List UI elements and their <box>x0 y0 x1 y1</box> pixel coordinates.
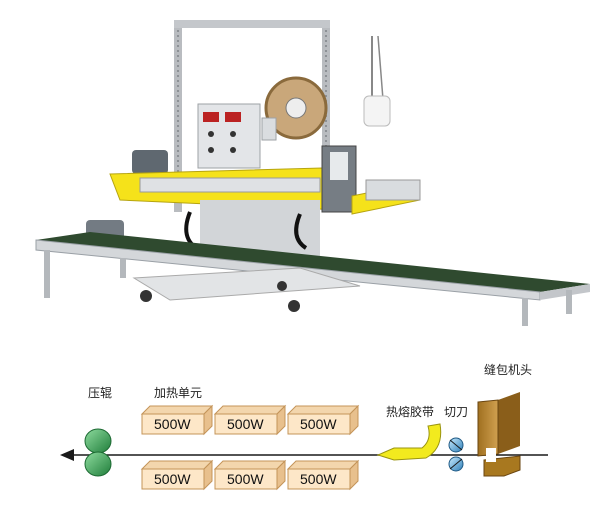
heater-block: 500W <box>286 459 360 491</box>
heater-block: 500W <box>213 404 287 436</box>
sewing-head-label: 缝包机头 <box>484 362 532 377</box>
arrow-left-icon <box>60 449 74 461</box>
cutter-label: 切刀 <box>444 405 468 419</box>
heater-block: 500W <box>140 404 214 436</box>
heater-wattage: 500W <box>154 471 191 487</box>
frame-top-bar <box>174 20 330 28</box>
machine-photo <box>35 20 590 326</box>
heater-block: 500W <box>140 459 214 491</box>
process-schematic: 压辊 加热单元 500W 500W 500W 500W 500W 500W <box>60 362 548 491</box>
press-roller <box>84 428 112 477</box>
heater-wattage: 500W <box>227 416 264 432</box>
heating-unit-label: 加热单元 <box>154 386 202 400</box>
hot-melt-tape-label: 热熔胶带 <box>386 404 434 419</box>
cutter <box>448 437 464 472</box>
top-motor <box>132 150 168 174</box>
sewing-head <box>477 392 521 477</box>
heater-wattage: 500W <box>300 471 337 487</box>
thread-spool <box>363 95 391 127</box>
heater-wattage: 500W <box>300 416 337 432</box>
conveyor-belt <box>36 232 590 292</box>
press-roller-label: 压辊 <box>88 386 112 400</box>
heater-wattage: 500W <box>227 471 264 487</box>
heater-block: 500W <box>286 404 360 436</box>
heater-wattage: 500W <box>154 416 191 432</box>
hot-melt-tape <box>376 423 442 461</box>
heater-block: 500W <box>213 459 287 491</box>
